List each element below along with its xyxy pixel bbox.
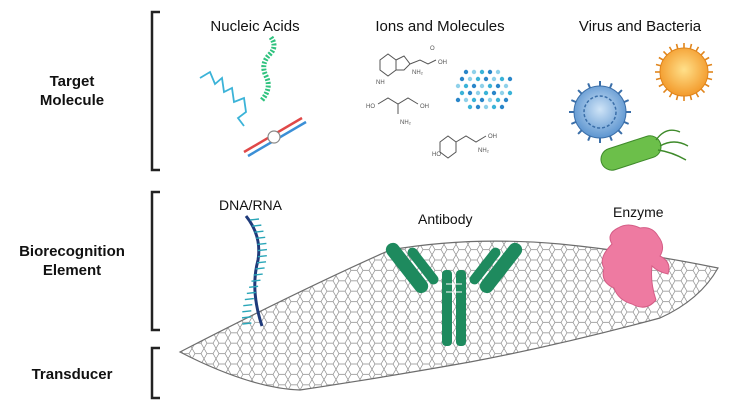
label-oh-1: OH (438, 60, 447, 66)
bracket-transducer (150, 346, 160, 400)
row-label-target-molecule: Target Molecule (12, 72, 132, 110)
enzyme-icon (601, 224, 670, 308)
label-ho-2: HO (432, 152, 441, 158)
row-label-biorecognition-element: Biorecognition Element (4, 242, 140, 280)
orange-virus-icon (655, 43, 713, 101)
label-oh-3: OH (488, 134, 497, 140)
target-line1: Target (49, 73, 95, 90)
label-oh-2: OH (420, 104, 429, 110)
double-helix-icon (243, 116, 307, 158)
label-ho-1: HO (366, 104, 375, 110)
label-nh2-2: NH₂ (400, 120, 412, 126)
transducer-label: Transducer (31, 366, 113, 383)
label-dna-rna: DNA/RNA (219, 197, 283, 213)
row-label-transducer: Transducer (12, 365, 132, 384)
ssdna-green-icon (260, 34, 277, 102)
tyrosine-structure-icon (439, 135, 487, 159)
molecule-text-labels: O OH NH₂ NH HO OH NH₂ HO OH NH₂ (366, 46, 497, 158)
title-ions-molecules: Ions and Molecules (375, 18, 505, 35)
label-o-1: O (430, 46, 435, 52)
ions-molecules-art (377, 53, 487, 159)
bracket-biorecognition (150, 190, 160, 332)
aspartate-structure-icon (377, 97, 419, 114)
title-virus-bacteria: Virus and Bacteria (578, 18, 702, 35)
single-strand-dna-icon (199, 70, 247, 127)
blue-virus-icon (569, 81, 631, 143)
tryptophan-structure-icon (379, 53, 437, 77)
ion-dots-cluster-icon (455, 69, 513, 110)
label-enzyme: Enzyme (613, 204, 664, 220)
title-nucleic-acids: Nucleic Acids (210, 18, 300, 35)
label-nh2-1: NH₂ (412, 70, 424, 76)
target-line2: Molecule (39, 92, 105, 109)
antibody-icon (385, 242, 523, 346)
biorecognition-line2: Element (42, 262, 102, 279)
nucleic-acids-art (199, 34, 307, 158)
biorecognition-line1: Biorecognition (19, 243, 125, 260)
bracket-target (150, 10, 160, 172)
label-nh-1: NH (376, 80, 385, 86)
virus-bacteria-art (569, 43, 713, 171)
bacterium-icon (600, 129, 689, 171)
label-nh2-3: NH₂ (478, 148, 490, 154)
dna-rna-probe-icon (241, 215, 268, 327)
label-antibody: Antibody (418, 211, 473, 227)
